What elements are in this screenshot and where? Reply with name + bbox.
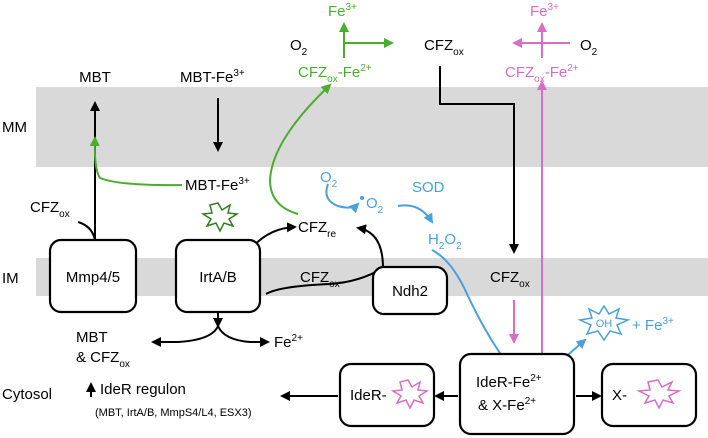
arrow-split-right xyxy=(217,325,270,347)
arrow-ndh2-to-cfz-re xyxy=(356,224,384,269)
label-cfz-ox-im-right: CFZox xyxy=(490,269,530,290)
box-irtab-label: IrtA/B xyxy=(199,269,237,286)
label-cfz-re: CFZre xyxy=(298,219,337,240)
box-ndh2-label: Ndh2 xyxy=(392,283,428,300)
label-cfz-fe-green: CFZox-Fe2+ xyxy=(298,63,372,85)
starburst-ider-pink xyxy=(390,379,430,410)
label-mbt-fe-mid: MBT-Fe3+ xyxy=(185,176,250,194)
label-im: IM xyxy=(2,270,19,287)
label-fe2-im: Fe2+ xyxy=(274,333,303,351)
starburst-oh-blue xyxy=(577,304,631,342)
box-mmp45-label: Mmp4/5 xyxy=(66,269,120,286)
label-mbt-top: MBT xyxy=(79,69,111,86)
arrow-radical-to-h2o2 xyxy=(397,204,434,224)
box-ider-label: IdeR- xyxy=(350,387,387,404)
arrow-cfz-re-to-cfz-fe xyxy=(268,83,332,215)
arrow-h2o2-to-iderfe xyxy=(431,249,503,357)
label-cfz-ox-im: CFZox xyxy=(300,269,340,290)
label-o2-blue: O2 xyxy=(320,169,338,190)
arrow-cfz-to-mmp xyxy=(77,221,96,241)
arrow-mbt-fe-to-mmp xyxy=(89,136,183,187)
outer-membrane-band xyxy=(36,87,708,167)
label-cytosol: Cytosol xyxy=(2,386,52,403)
radical-dot xyxy=(360,196,364,200)
label-fe3-green: Fe3+ xyxy=(328,2,357,20)
arrow-cfz-top-to-im xyxy=(439,66,519,254)
starburst-x-pink xyxy=(636,379,682,410)
box-iderfe xyxy=(458,352,576,436)
label-cfz-ox-left: CFZox xyxy=(30,199,70,220)
box-x-label: X- xyxy=(612,387,627,404)
label-fe3-pink: Fe3+ xyxy=(530,2,559,20)
starburst-green xyxy=(200,202,240,233)
box-ider xyxy=(338,362,436,428)
label-o2-green-side: O2 xyxy=(290,37,308,58)
arrow-o2-to-radical xyxy=(325,183,360,214)
box-irtab xyxy=(174,238,262,314)
label-cfz-bottom: & CFZox xyxy=(76,349,130,370)
label-mm: MM xyxy=(2,119,27,136)
arrow-split-left xyxy=(151,325,219,347)
label-mbt-bottom: MBT xyxy=(76,329,108,346)
label-cfz-fe-pink: CFZox-Fe2+ xyxy=(505,63,579,85)
label-ider-regulon: IdeR regulon xyxy=(100,381,186,398)
box-iderfe-line2: & X-Fe2+ xyxy=(478,396,536,414)
label-o2-pink-side: O2 xyxy=(580,37,598,58)
label-regulon-genes: (MBT, IrtA/B, MmpS4/L4, ESX3) xyxy=(95,407,252,419)
label-cfz-ox-top: CFZox xyxy=(424,37,464,58)
label-mbt-fe-top: MBT-Fe3+ xyxy=(180,68,245,86)
box-ndh2 xyxy=(371,265,449,316)
label-oh: OH xyxy=(596,318,613,330)
label-h2o2: H2O2 xyxy=(428,231,462,252)
label-o2-radical: O2 xyxy=(366,195,384,216)
label-sod: SOD xyxy=(412,179,445,196)
arrow-cfz-ox-im-to-irt xyxy=(265,267,384,295)
box-mmp45 xyxy=(48,238,138,314)
box-iderfe-line1: IdeR-Fe2+ xyxy=(476,373,542,391)
label-plus-fe3: + Fe3+ xyxy=(632,316,674,334)
